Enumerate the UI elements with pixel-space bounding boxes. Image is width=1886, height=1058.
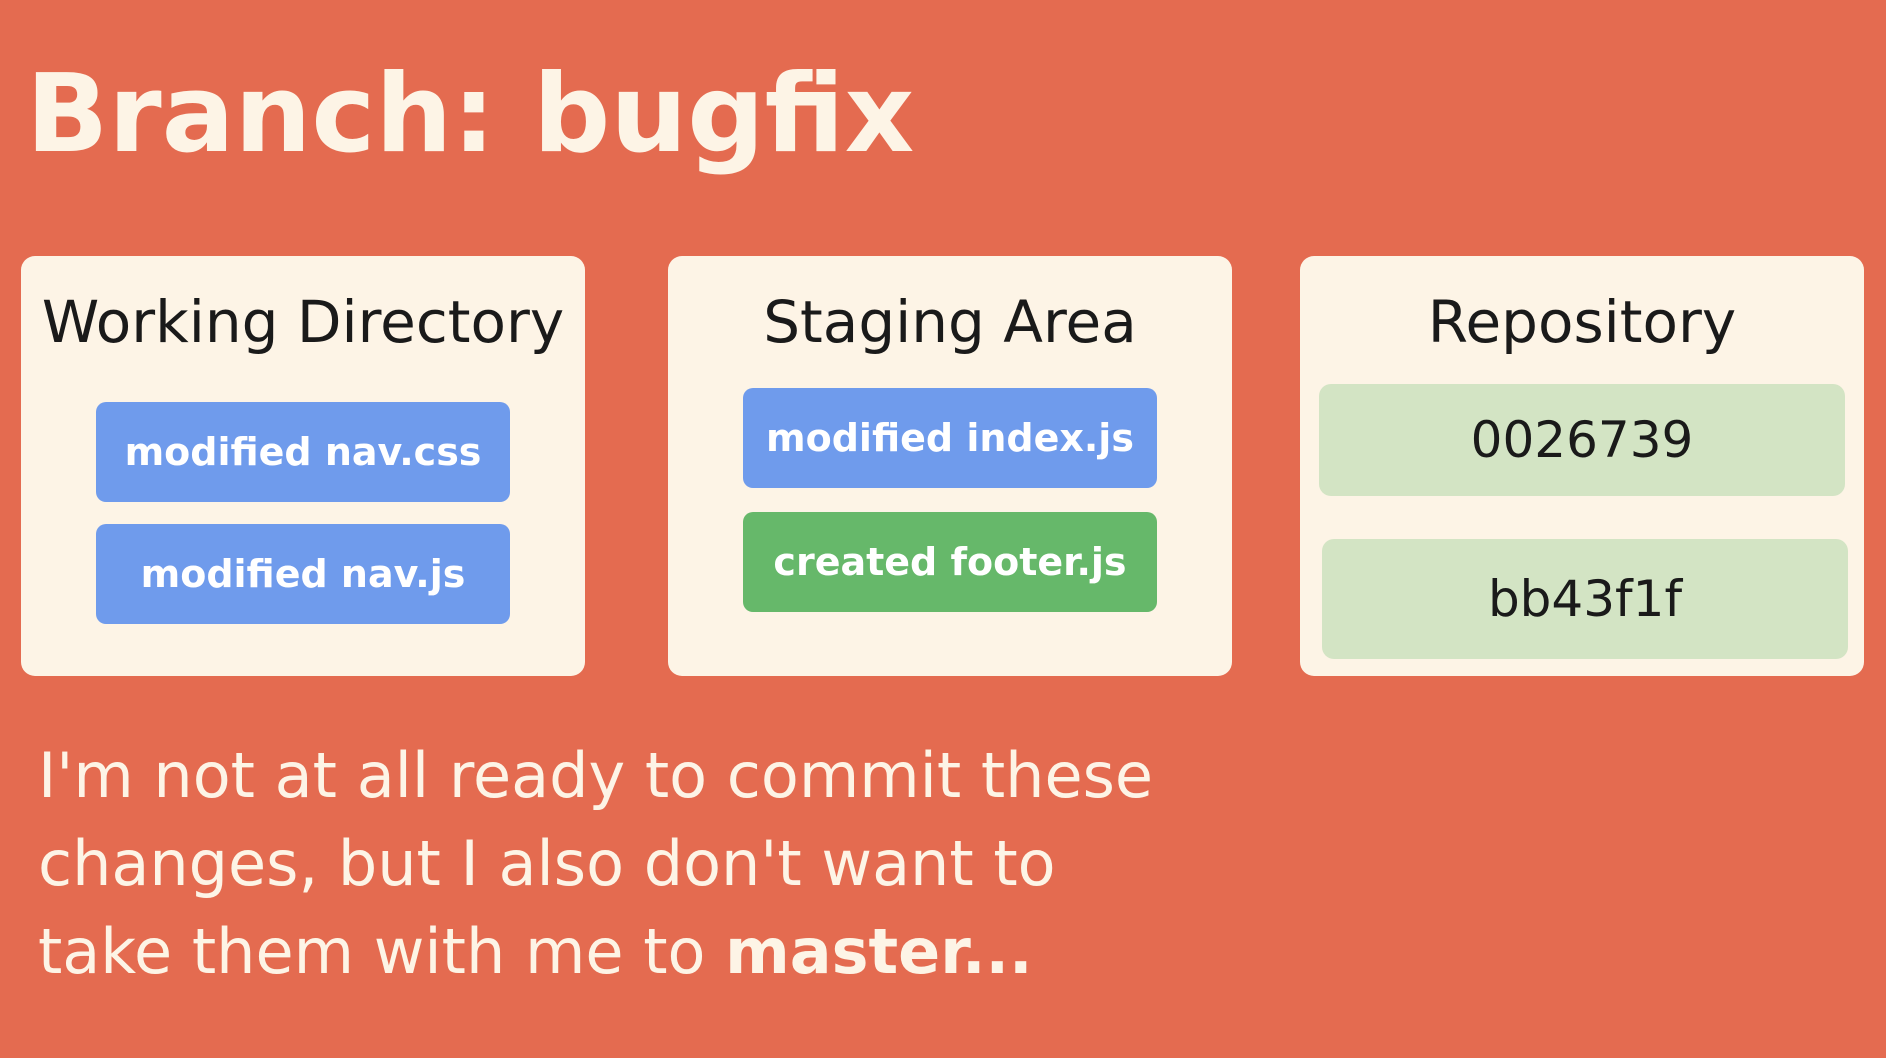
explanation-ellipsis: ... [961,915,1033,988]
explanation-line-2: changes, but I also don't want to [38,827,1056,900]
repository-title: Repository [1427,288,1737,356]
commit-hash-0026739: 0026739 [1319,384,1845,496]
staging-area-panel: Staging Area modified index.js created f… [668,256,1232,676]
repository-panel: Repository 0026739 bb43f1f [1300,256,1864,676]
working-directory-title: Working Directory [41,288,565,356]
explanation-line-3: take them with me to master... [38,908,1153,996]
explanation-line-1: I'm not at all ready to commit these [38,739,1154,812]
explanation-text: I'm not at all ready to commit these cha… [38,732,1153,996]
staging-area-title: Staging Area [763,288,1137,356]
branch-title: Branch: bugfix [26,52,915,177]
master-branch-name: master [725,915,962,988]
commit-hash-bb43f1f: bb43f1f [1322,539,1848,659]
working-file-nav-css: modified nav.css [96,402,510,502]
explanation-line-3-prefix: take them with me to [38,915,726,988]
working-directory-panel: Working Directory modified nav.css modif… [21,256,585,676]
working-file-nav-js: modified nav.js [96,524,510,624]
staged-file-footer-js: created footer.js [743,512,1157,612]
staged-file-index-js: modified index.js [743,388,1157,488]
